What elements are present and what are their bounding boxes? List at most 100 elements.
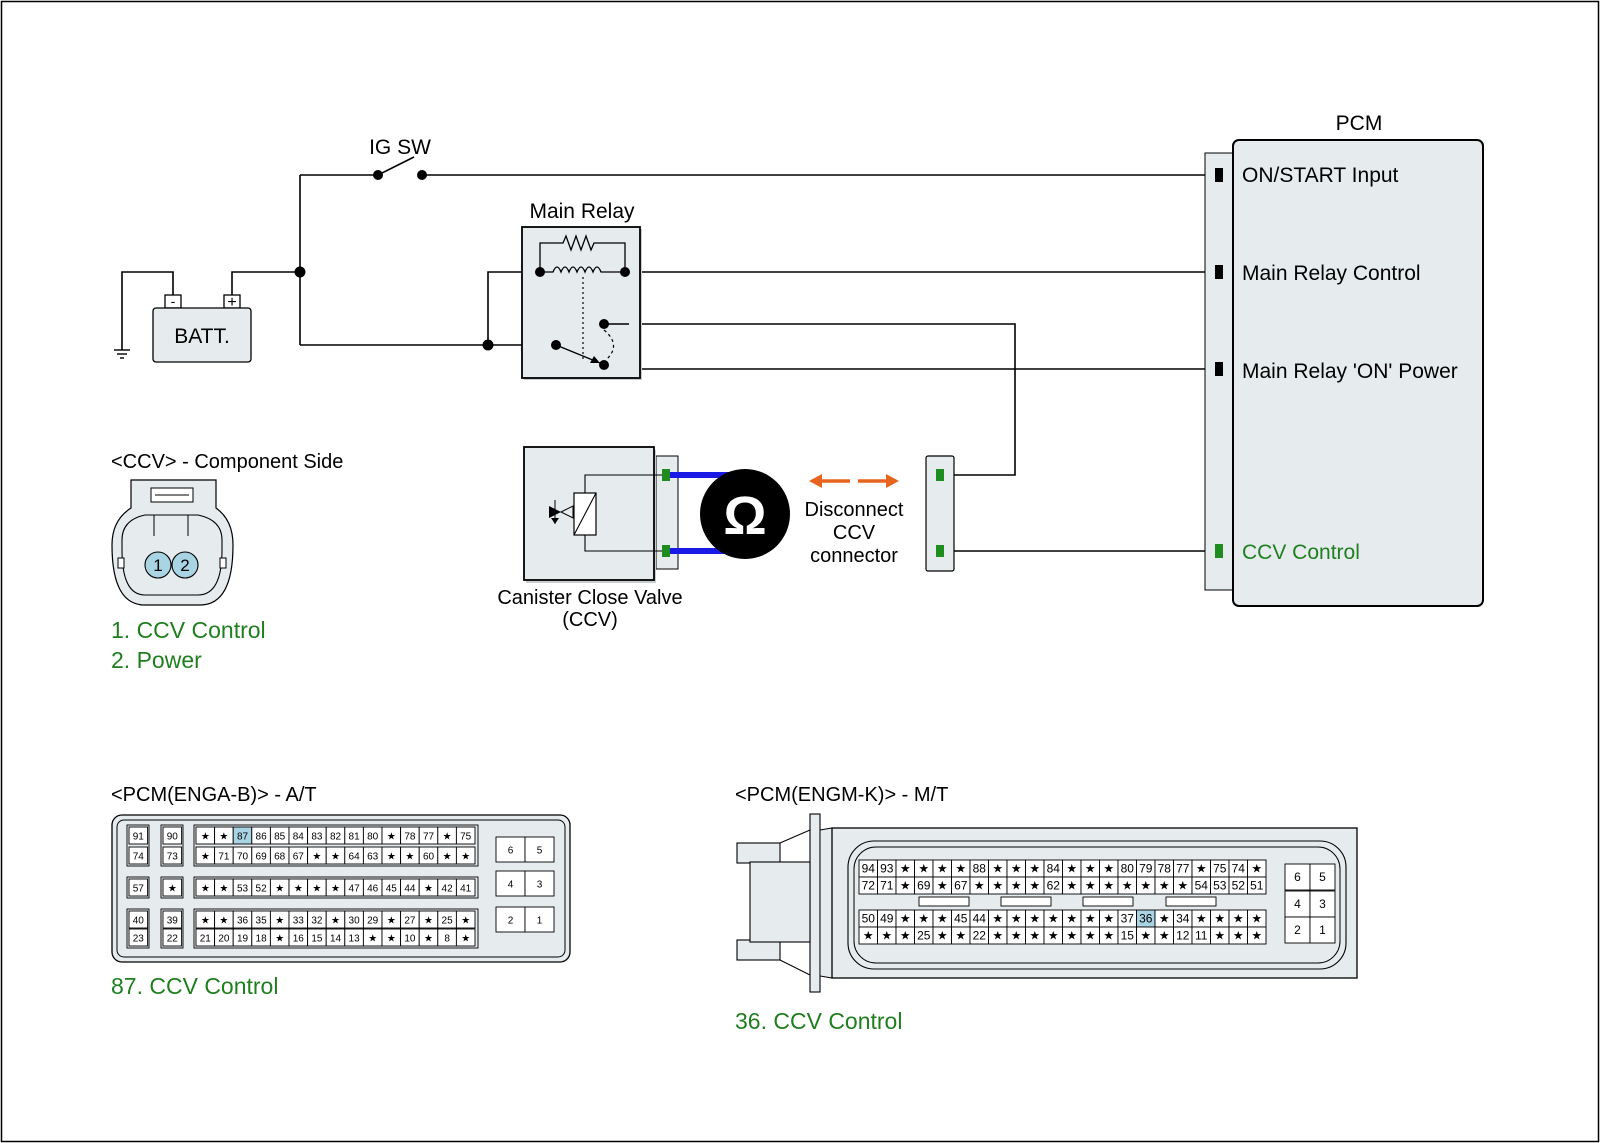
pin-cell: 23 <box>128 928 149 947</box>
pin-cell: ★ <box>895 909 915 928</box>
pin-cell: 78 <box>400 826 420 845</box>
svg-text:36: 36 <box>1139 912 1153 926</box>
svg-text:53: 53 <box>1213 879 1227 893</box>
svg-text:80: 80 <box>367 832 379 843</box>
pin-cell: ★ <box>455 846 476 865</box>
svg-text:23: 23 <box>133 934 145 945</box>
pin-cell: 8 <box>437 928 457 947</box>
pin-cell: 25 <box>437 910 457 929</box>
pin-cell: ★ <box>325 878 346 897</box>
battery-label: BATT. <box>174 325 230 348</box>
svg-text:★: ★ <box>1048 912 1059 926</box>
main-relay: Main Relay <box>521 200 642 380</box>
svg-text:88: 88 <box>973 862 987 876</box>
pin-block-frame <box>126 876 150 899</box>
pin-cell: 87 <box>232 826 253 845</box>
svg-text:★: ★ <box>405 852 414 863</box>
pcm-terminal-ccv-control: CCV Control <box>1242 541 1360 564</box>
svg-text:★: ★ <box>1103 912 1114 926</box>
pin-cell: ★ <box>325 846 346 865</box>
pin-cell: 62 <box>1043 876 1063 895</box>
svg-text:8: 8 <box>444 934 450 945</box>
pin-cell: ★ <box>1247 909 1267 928</box>
svg-text:72: 72 <box>862 879 876 893</box>
pin-cell: 40 <box>128 910 149 929</box>
pin-cell: 78 <box>1154 859 1174 878</box>
ground-wire <box>121 271 174 350</box>
pin-cell: 84 <box>1043 859 1063 878</box>
ground-icon <box>114 349 130 359</box>
pin-block-frame <box>126 824 150 867</box>
pin-cell: ★ <box>932 859 952 878</box>
pcm-unit: PCM ON/START Input Main Relay Control Ma… <box>1204 112 1484 607</box>
pin-cell: ★ <box>269 878 290 897</box>
svg-text:91: 91 <box>133 832 145 843</box>
svg-text:★: ★ <box>900 862 911 876</box>
svg-text:53: 53 <box>237 884 249 895</box>
svg-text:4: 4 <box>1294 897 1301 911</box>
battery-plus-label: + <box>227 294 236 311</box>
svg-text:80: 80 <box>1121 862 1135 876</box>
pin-cell: ★ <box>858 926 878 945</box>
latch-bar <box>1082 896 1134 907</box>
svg-text:★: ★ <box>219 884 228 895</box>
pcm-at-title: <PCM(ENGA-B)> - A/T <box>111 784 317 806</box>
pin-cell: 91 <box>128 826 149 845</box>
pin-block-frame <box>193 908 479 949</box>
svg-text:42: 42 <box>442 884 454 895</box>
svg-text:10: 10 <box>404 934 416 945</box>
pcm-at-legend: 87. CCV Control <box>111 973 278 999</box>
pin-cell: ★ <box>214 826 234 845</box>
pin-cell: ★ <box>1099 909 1119 928</box>
svg-text:★: ★ <box>201 916 210 927</box>
svg-text:★: ★ <box>424 934 433 945</box>
svg-text:★: ★ <box>461 934 470 945</box>
pin-cell: ★ <box>307 846 327 865</box>
side-pin-cell: 1 <box>524 906 555 933</box>
side-pin-cell: 3 <box>524 870 555 897</box>
svg-text:★: ★ <box>1029 912 1040 926</box>
harness-pin-1 <box>936 469 944 481</box>
pin-cell: 45 <box>381 878 402 897</box>
pin-cell: 88 <box>969 859 989 878</box>
harness-pin-2 <box>936 545 944 557</box>
side-pin-cell: 4 <box>495 870 526 897</box>
svg-text:82: 82 <box>330 832 342 843</box>
svg-text:★: ★ <box>1233 912 1244 926</box>
ccv-valve-pin-1 <box>662 469 670 481</box>
pin-block-frame <box>160 824 184 867</box>
pin-cell: ★ <box>455 910 476 929</box>
svg-text:★: ★ <box>1103 879 1114 893</box>
pin-cell: ★ <box>932 909 952 928</box>
pin-cell: 75 <box>1210 859 1230 878</box>
pin-cell: 19 <box>232 928 253 947</box>
pin-cell: 82 <box>325 826 346 845</box>
svg-text:77: 77 <box>1176 862 1190 876</box>
svg-text:★: ★ <box>1214 912 1225 926</box>
ccv-harness-connector <box>925 455 955 572</box>
ig-switch-label: IG SW <box>369 136 431 159</box>
svg-text:★: ★ <box>900 912 911 926</box>
pcm-pin-main-relay-control <box>1215 265 1223 279</box>
ohm-icon: Ω <box>723 486 766 546</box>
svg-text:★: ★ <box>955 929 966 943</box>
svg-text:37: 37 <box>1121 912 1135 926</box>
svg-text:34: 34 <box>1176 912 1190 926</box>
svg-text:★: ★ <box>219 916 228 927</box>
ig-switch: IG SW <box>369 136 431 180</box>
battery-minus-label: - <box>171 293 176 309</box>
pin-cell: ★ <box>1006 859 1026 878</box>
side-pin-cell: 2 <box>495 906 526 933</box>
svg-text:★: ★ <box>992 879 1003 893</box>
svg-text:54: 54 <box>1195 879 1209 893</box>
pin-cell: ★ <box>1247 859 1267 878</box>
pin-cell: ★ <box>1025 909 1045 928</box>
svg-text:★: ★ <box>368 934 377 945</box>
svg-text:★: ★ <box>275 884 284 895</box>
side-pin-cell: 6 <box>1284 863 1311 891</box>
pin-cell: ★ <box>214 878 234 897</box>
ohmmeter: Ω <box>670 469 790 559</box>
svg-text:62: 62 <box>1047 879 1061 893</box>
svg-text:★: ★ <box>312 884 321 895</box>
